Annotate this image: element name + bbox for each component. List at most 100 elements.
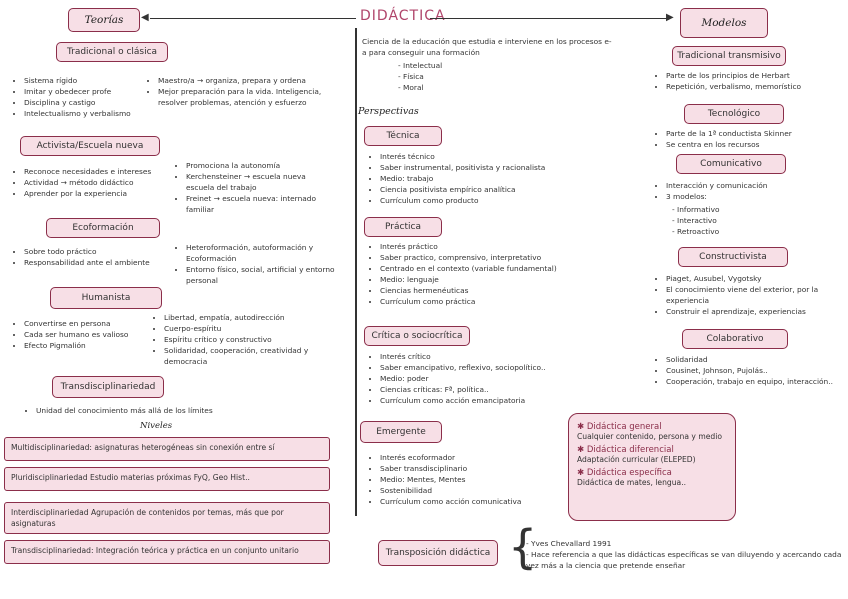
tradicional-clasica-box: Tradicional o clásica bbox=[56, 42, 168, 62]
list-item: Interactivo bbox=[672, 215, 720, 226]
list-item: Kerchensteiner → escuela nueva escuela d… bbox=[186, 171, 336, 193]
label-text: Didáctica general bbox=[586, 422, 662, 432]
list-item: Saber emancipativo, reflexivo, sociopolí… bbox=[380, 362, 576, 373]
list-item: Aprender por la experiencia bbox=[24, 188, 184, 199]
list-item: Currículum como producto bbox=[380, 195, 576, 206]
nivel-transdisciplinariedad: Transdisciplinariedad: Integración teóri… bbox=[4, 540, 330, 564]
nivel-pluridisciplinariedad: Pluridisciplinariedad Estudio materias p… bbox=[4, 467, 330, 491]
tecnologico-list: Parte de la 1ª conductista Skinner Se ce… bbox=[654, 128, 848, 150]
transdisciplinariedad-list: Unidad del conocimiento más allá de los … bbox=[24, 405, 296, 416]
list-item: Saber practico, comprensivo, interpretat… bbox=[380, 252, 576, 263]
list-item: Cada ser humano es valioso bbox=[24, 329, 164, 340]
tradicional-right-list: Maestro/a → organiza, prepara y ordena M… bbox=[146, 75, 336, 108]
list-item: Sostenibilidad bbox=[380, 485, 576, 496]
transposicion-box: Transposición didáctica bbox=[378, 540, 498, 566]
list-item: Interacción y comunicación bbox=[666, 180, 848, 191]
list-item: Medio: Mentes, Mentes bbox=[380, 474, 576, 485]
didactica-definition: Ciencia de la educación que estudia e in… bbox=[362, 37, 612, 57]
didactica-general-label: ✱ Didáctica general bbox=[577, 422, 727, 432]
humanista-box: Humanista bbox=[50, 287, 162, 309]
tecnica-box: Técnica bbox=[364, 126, 442, 146]
perspectivas-title: Perspectivas bbox=[358, 106, 419, 117]
asterisk-icon: ✱ bbox=[577, 445, 587, 455]
list-item: Sobre todo práctico bbox=[24, 246, 184, 257]
list-item: Parte de la 1ª conductista Skinner bbox=[666, 128, 848, 139]
tradicional-transmisivo-list: Parte de los principios de Herbart Repet… bbox=[654, 70, 848, 92]
critica-list: Interés crítico Saber emancipativo, refl… bbox=[368, 351, 576, 406]
ecoformacion-left-list: Sobre todo práctico Responsabilidad ante… bbox=[12, 246, 184, 268]
formacion-list: Intelectual Física Moral bbox=[398, 60, 442, 93]
comunicativo-sub-list: Informativo Interactivo Retroactivo bbox=[672, 204, 720, 237]
list-item: Ciencia positivista empírico analítica bbox=[380, 184, 576, 195]
list-item: Cooperación, trabajo en equipo, interacc… bbox=[666, 376, 848, 387]
list-item: Interés técnico bbox=[380, 151, 576, 162]
list-item: Actividad → método didáctico bbox=[24, 177, 184, 188]
list-item: Currículum como acción comunicativa bbox=[380, 496, 576, 507]
center-divider bbox=[355, 28, 357, 516]
list-item: Libertad, empatía, autodirección bbox=[164, 312, 342, 323]
list-item: Disciplina y castigo bbox=[24, 97, 156, 108]
list-item: Parte de los principios de Herbart bbox=[666, 70, 848, 81]
list-item: Intelectual bbox=[398, 60, 442, 71]
list-item: Currículum como acción emancipatoria bbox=[380, 395, 576, 406]
arrow-to-modelos bbox=[430, 18, 668, 20]
critica-box: Crítica o sociocrítica bbox=[364, 326, 470, 346]
list-item: Cousinet, Johnson, Pujolás.. bbox=[666, 365, 848, 376]
list-item: Medio: trabajo bbox=[380, 173, 576, 184]
label-text: Didáctica diferencial bbox=[586, 445, 674, 455]
label-text: Didáctica específica bbox=[586, 468, 672, 478]
colaborativo-box: Colaborativo bbox=[682, 329, 788, 349]
list-item: Interés práctico bbox=[380, 241, 576, 252]
list-item: Efecto Pigmalión bbox=[24, 340, 164, 351]
nivel-multidisciplinariedad: Multidisciplinariedad: asignaturas heter… bbox=[4, 437, 330, 461]
didactica-especifica-label: ✱ Didáctica específica bbox=[577, 468, 727, 478]
list-item: Informativo bbox=[672, 204, 719, 215]
constructivista-list: Piaget, Ausubel, Vygotsky El conocimient… bbox=[654, 273, 848, 317]
tecnologico-box: Tecnológico bbox=[684, 104, 784, 124]
list-item: Imitar y obedecer profe bbox=[24, 86, 156, 97]
list-item: Convertirse en persona bbox=[24, 318, 164, 329]
comunicativo-list: Interacción y comunicación 3 modelos: bbox=[654, 180, 848, 202]
list-item: Responsabilidad ante el ambiente bbox=[24, 257, 184, 268]
activista-right-list: Promociona la autonomía Kerchensteiner →… bbox=[174, 160, 336, 215]
list-item: Reconoce necesidades e intereses bbox=[24, 166, 184, 177]
list-item: Heteroformación, autoformación y Ecoform… bbox=[186, 242, 346, 264]
modelos-title: Modelos bbox=[680, 8, 768, 38]
comunicativo-box: Comunicativo bbox=[676, 154, 786, 174]
list-item: Física bbox=[398, 71, 442, 82]
list-item: Retroactivo bbox=[672, 226, 720, 237]
list-item: 3 modelos: bbox=[666, 191, 848, 202]
list-item: Interés crítico bbox=[380, 351, 576, 362]
activista-box: Activista/Escuela nueva bbox=[20, 136, 160, 156]
emergente-box: Emergente bbox=[360, 421, 442, 443]
list-item: Entorno físico, social, artificial y ent… bbox=[186, 264, 346, 286]
didactica-especifica-text: Didáctica de mates, lengua.. bbox=[577, 478, 687, 487]
didactica-diferencial-text: Adaptación curricular (ELEPED) bbox=[577, 455, 696, 464]
list-item: Ciencias críticas: Fª, política.. bbox=[380, 384, 576, 395]
list-item: Medio: lenguaje bbox=[380, 274, 576, 285]
arrow-to-teorias bbox=[150, 18, 356, 20]
list-item: Se centra en los recursos bbox=[666, 139, 848, 150]
arrowhead-right-icon: ▶ bbox=[666, 12, 674, 23]
arrowhead-left-icon: ◀ bbox=[141, 12, 149, 23]
asterisk-icon: ✱ bbox=[577, 422, 587, 432]
tradicional-transmisivo-box: Tradicional transmisivo bbox=[672, 46, 786, 66]
list-item: Ciencias hermenéuticas bbox=[380, 285, 576, 296]
list-item: Espíritu crítico y constructivo bbox=[164, 334, 342, 345]
practica-list: Interés práctico Saber practico, compren… bbox=[368, 241, 576, 307]
humanista-right-list: Libertad, empatía, autodirección Cuerpo-… bbox=[152, 312, 342, 367]
transdisciplinariedad-box: Transdisciplinariedad bbox=[52, 376, 164, 398]
colaborativo-list: Solidaridad Cousinet, Johnson, Pujolás..… bbox=[654, 354, 848, 387]
tecnica-list: Interés técnico Saber instrumental, posi… bbox=[368, 151, 576, 206]
didactica-general-text: Cualquier contenido, persona y medio bbox=[577, 432, 722, 441]
list-item: Mejor preparación para la vida. Intelige… bbox=[158, 86, 336, 108]
list-item: Piaget, Ausubel, Vygotsky bbox=[666, 273, 848, 284]
list-item: Solidaridad, cooperación, creatividad y … bbox=[164, 345, 342, 367]
transposicion-list: Yves Chevallard 1991 Hace referencia a q… bbox=[526, 538, 842, 571]
list-item: Freinet → escuela nueva: internado famil… bbox=[186, 193, 336, 215]
list-item: Solidaridad bbox=[666, 354, 848, 365]
list-item: Centrado en el contexto (variable fundam… bbox=[380, 263, 576, 274]
list-item: Intelectualismo y verbalismo bbox=[24, 108, 156, 119]
list-item: Maestro/a → organiza, prepara y ordena bbox=[158, 75, 336, 86]
emergente-list: Interés ecoformador Saber transdisciplin… bbox=[368, 452, 576, 507]
